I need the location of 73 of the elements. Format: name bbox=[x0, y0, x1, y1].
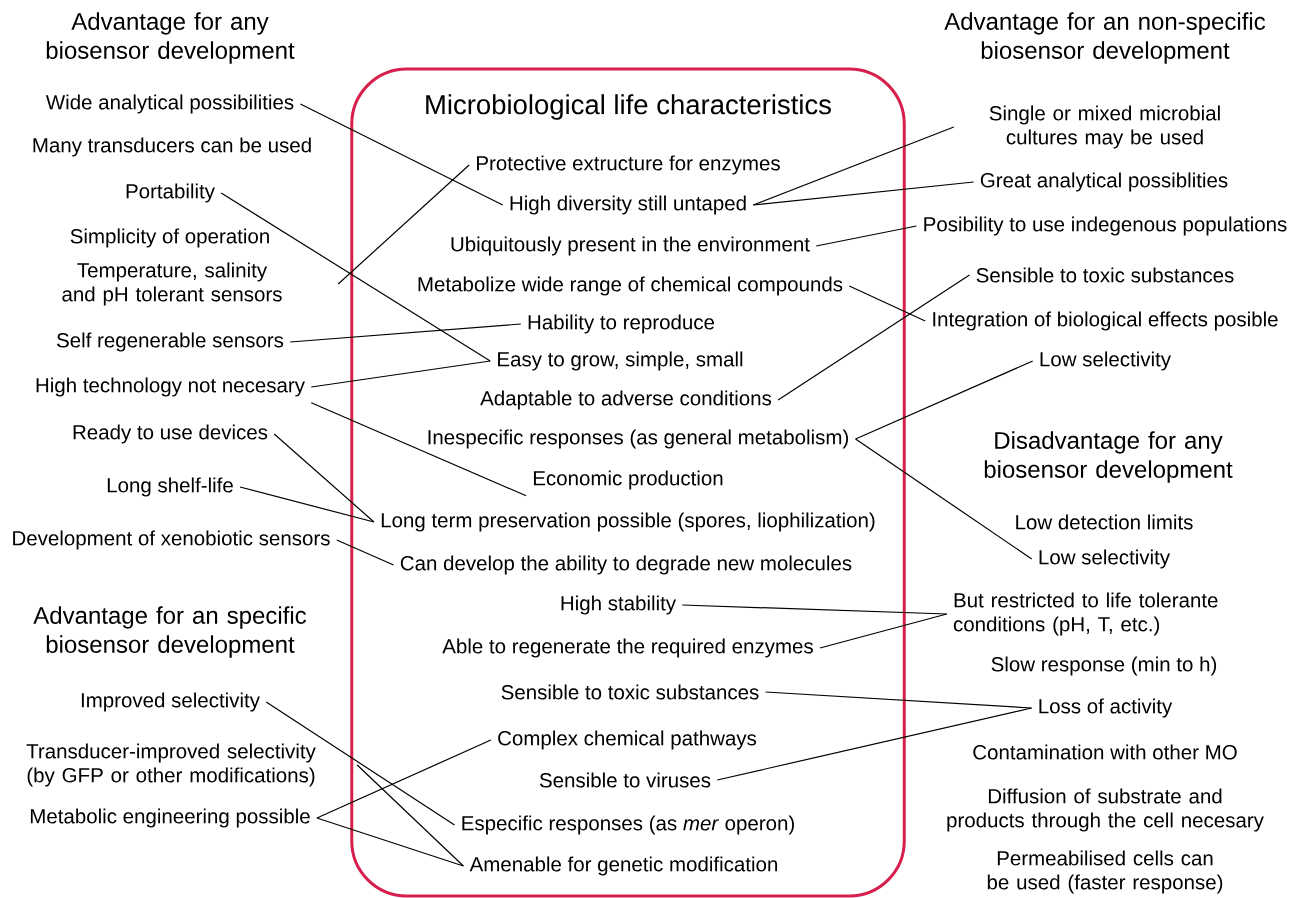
item-text: Transducer-improved selectivity (by GFP or other modifications) bbox=[26, 743, 316, 787]
connector-line bbox=[854, 438, 1033, 560]
connector-line bbox=[752, 126, 955, 206]
item-text: Portability bbox=[126, 183, 215, 203]
item-text: Long shelf-life bbox=[107, 477, 233, 497]
connector-line bbox=[752, 181, 975, 206]
connector-line bbox=[337, 164, 470, 285]
item-text: Metabolic engineering possible bbox=[30, 808, 310, 828]
item-text: High diversity still untaped bbox=[510, 195, 746, 215]
item-text: Many transducers can be used bbox=[33, 137, 311, 157]
item-text: Ubiquitously present in the environment bbox=[451, 236, 810, 256]
item-text: Easy to grow, simple, small bbox=[498, 351, 743, 371]
item-text: High stability bbox=[561, 595, 677, 615]
item-text: Single or mixed microbial cultures may be used bbox=[989, 105, 1220, 149]
item-text: Long term preservation possible (spores, liophilization) bbox=[381, 512, 875, 532]
item-text: Protective extructure for enzymes bbox=[477, 155, 780, 175]
connector-line bbox=[310, 360, 491, 388]
item-text: Posibility to use indegenous populations bbox=[924, 216, 1287, 236]
connector-line bbox=[819, 613, 948, 649]
connector-line bbox=[716, 707, 1033, 781]
section-heading: Advantage for any biosensor development bbox=[46, 12, 295, 64]
item-text: Diffusion of substrate and products through the cell necesary bbox=[947, 788, 1264, 832]
connector-line bbox=[316, 739, 492, 819]
item-text: Economic production bbox=[533, 470, 723, 490]
connector-line bbox=[681, 604, 948, 615]
item-text: Development of xenobiotic sensors bbox=[13, 530, 330, 550]
item-text: Especific responses (as mer operon) bbox=[462, 815, 794, 835]
item-text: Sensible to viruses bbox=[539, 772, 711, 788]
item-text: Loss of activity bbox=[1039, 698, 1173, 718]
connector-line bbox=[239, 486, 375, 523]
connector-line bbox=[815, 225, 918, 247]
item-text: Permeabilised cells can be used (faster response) bbox=[987, 850, 1223, 894]
item-text: Adaptable to adverse conditions bbox=[480, 390, 772, 410]
item-text: High technology not necesary bbox=[36, 377, 305, 397]
item-text: Self regenerable sensors bbox=[56, 332, 284, 352]
connector-line bbox=[848, 285, 926, 322]
connector-line bbox=[356, 764, 464, 867]
section-heading: Disadvantage for any biosensor development bbox=[984, 431, 1233, 483]
connector-line bbox=[316, 817, 464, 867]
item-text: Ready to use devices bbox=[73, 424, 268, 444]
connector-line bbox=[854, 360, 1034, 440]
connector-line bbox=[265, 701, 456, 826]
connector-line bbox=[289, 323, 522, 343]
item-text: Inespecific responses (as general metabolism) bbox=[428, 429, 848, 449]
section-heading: Advantage for an non-specific biosensor development bbox=[944, 12, 1266, 64]
connector-line bbox=[310, 402, 527, 497]
item-text: Sensible to toxic substances bbox=[976, 267, 1234, 283]
item-text: Sensible to toxic substances bbox=[501, 684, 759, 700]
item-text: Contamination with other MO bbox=[973, 744, 1237, 760]
connector-line bbox=[273, 433, 375, 523]
connector-line bbox=[336, 539, 395, 566]
item-text: Integration of biological effects posible bbox=[933, 311, 1278, 331]
item-text: Can develop the ability to degrade new molecules bbox=[400, 555, 852, 575]
item-text: Low selectivity bbox=[1039, 549, 1170, 569]
item-text: Great analytical possiblities bbox=[980, 172, 1228, 192]
item-text: Low detection limits bbox=[1016, 514, 1193, 530]
connector-line bbox=[777, 274, 971, 401]
item-text: Able to regenerate the required enzymes bbox=[442, 638, 813, 658]
connector-line bbox=[299, 103, 504, 206]
connector-line bbox=[764, 691, 1033, 709]
item-text: Hability to reproduce bbox=[528, 314, 715, 334]
item-text: Improved selectivity bbox=[81, 692, 260, 712]
item-text: Simplicity of operation bbox=[70, 228, 269, 248]
item-text: Low selectivity bbox=[1040, 351, 1171, 371]
item-text: Wide analytical possibilities bbox=[45, 94, 294, 114]
item-text: Complex chemical pathways bbox=[498, 730, 757, 750]
section-heading: Advantage for an specific biosensor development bbox=[33, 606, 307, 658]
item-text: Metabolize wide range of chemical compounds bbox=[418, 276, 843, 296]
item-text: But restricted to life tolerante conditions (pH, T, etc.) bbox=[953, 592, 1218, 636]
item-text: Temperature, salinity and pH tolerant sensors bbox=[62, 262, 282, 306]
connector-line bbox=[220, 192, 491, 362]
item-text: Amenable for genetic modification bbox=[469, 856, 777, 876]
item-text: Slow response (min to h) bbox=[991, 656, 1217, 676]
